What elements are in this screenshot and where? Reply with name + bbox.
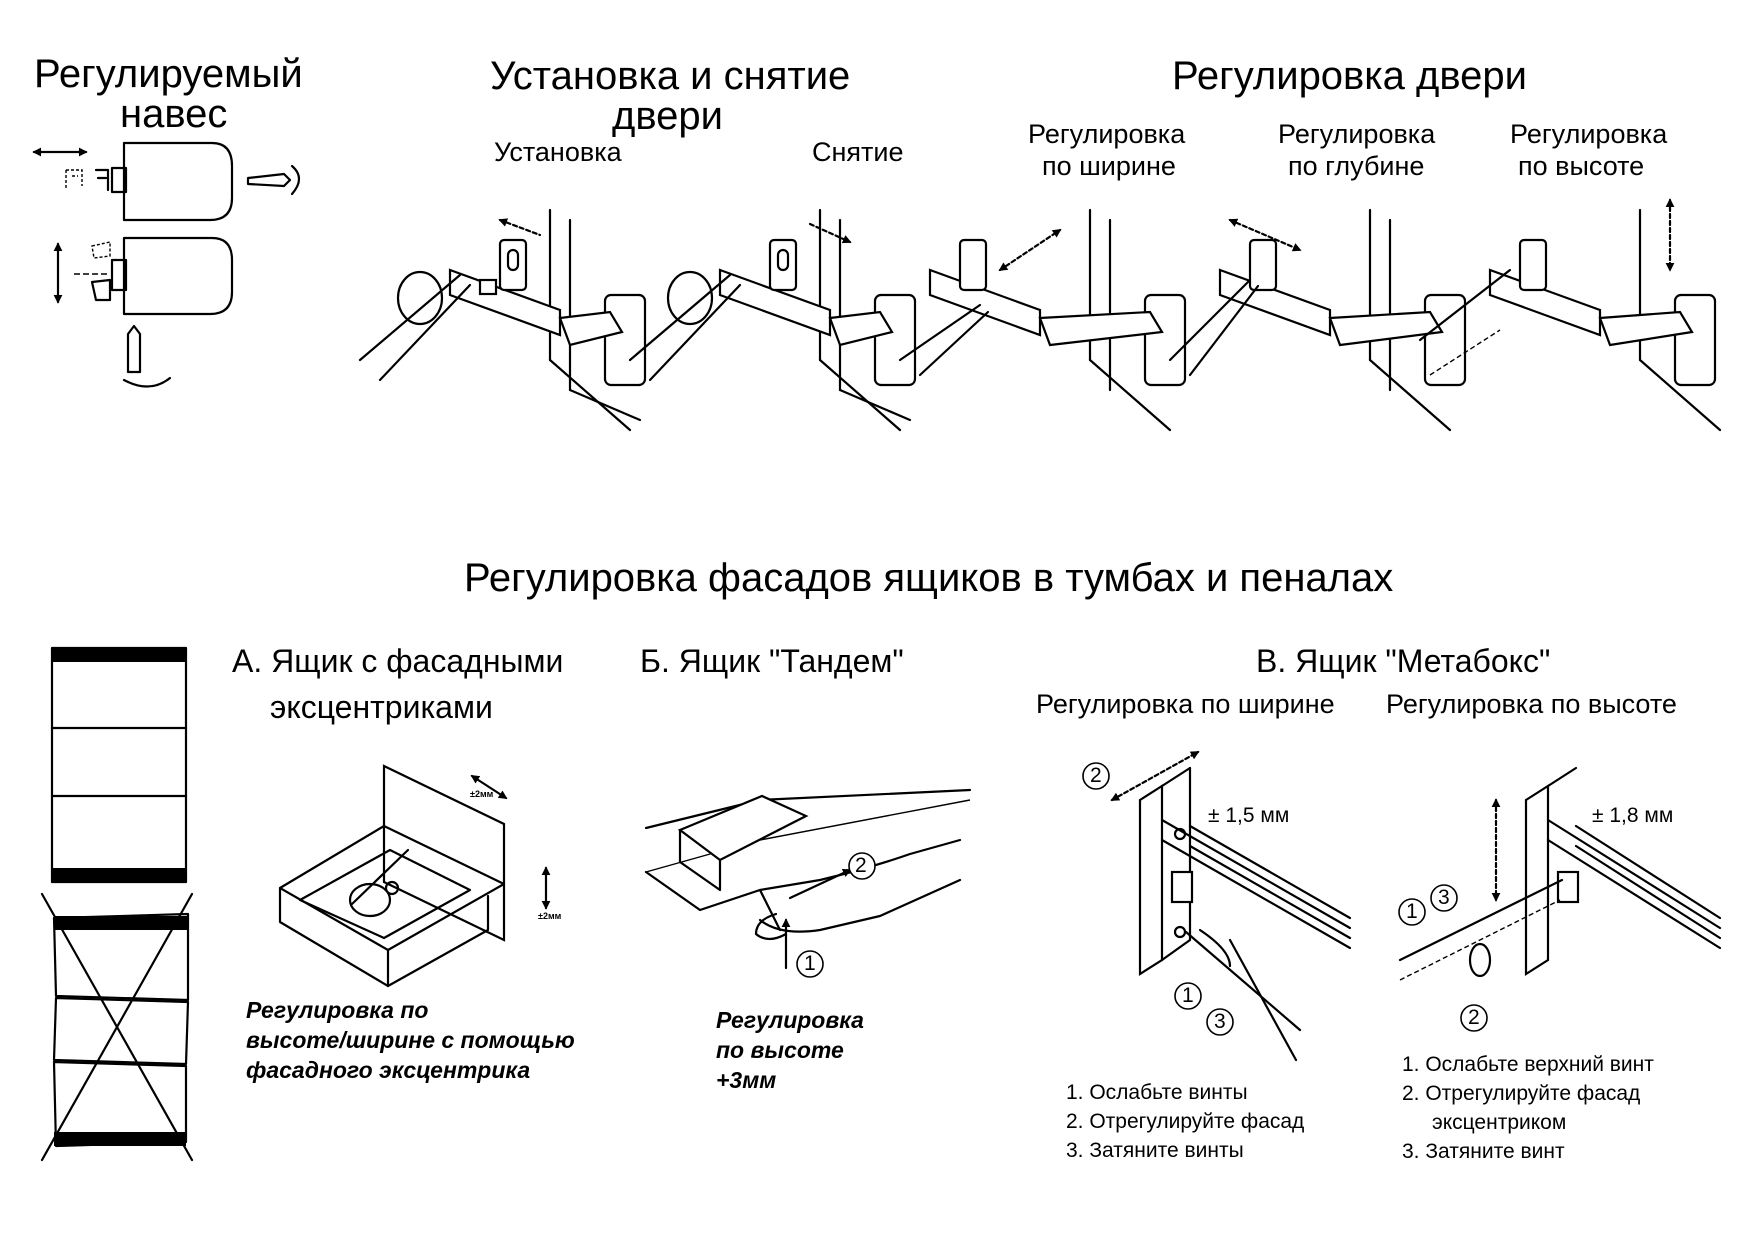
drawer-c-width-dim: ± 1,5 мм [1208,804,1290,827]
drawer-c-height-dim: ± 1,8 мм [1592,804,1674,827]
drawer-b-caption-line2: по высоте [716,1037,844,1063]
drawer-c-height-step-2b: эксцентриком [1432,1111,1567,1134]
install-label: Установка [494,137,622,167]
door-width-line2: по ширине [1042,151,1176,181]
drawer-c-width-label: Регулировка по ширине [1036,689,1335,719]
drawer-c-height-marker-2: 2 [1468,1006,1480,1029]
drawer-c-width-marker-3: 3 [1214,1010,1226,1033]
drawer-a-title-line1: А. Ящик с фасадными [232,643,564,679]
install-title-line2: двери [612,94,723,138]
drawer-b-caption-line1: Регулировка [716,1007,864,1033]
drawer-c-width-step-1: 1. Ослабьте винты [1066,1081,1248,1104]
door-height-line2: по высоте [1518,151,1645,181]
cabinet-fronts-illustration [40,646,194,1162]
door-width-line1: Регулировка [1028,119,1186,149]
hinge-illustration [32,141,301,388]
drawer-b-caption-line3: +3мм [716,1067,777,1093]
drawer-a-title-line2: эксцентриками [270,689,493,725]
drawer-c-height-illustration [1398,766,1722,1032]
hinge-title-line1: Регулируемый [34,52,303,96]
drawer-c-width-step-3: 3. Затяните винты [1066,1139,1244,1162]
drawer-a-dim-side: ±2мм [538,911,562,921]
drawers-title: Регулировка фасадов ящиков в тумбах и пе… [464,556,1394,600]
door-depth-line1: Регулировка [1278,119,1436,149]
drawer-b-marker-2: 2 [855,854,867,877]
drawer-c-width-marker-1: 1 [1182,984,1194,1007]
drawer-c-height-step-1: 1. Ослабьте верхний винт [1402,1053,1654,1076]
door-hinge-illustrations [358,198,1722,432]
door-height-line1: Регулировка [1510,119,1668,149]
drawer-c-height-marker-1: 1 [1406,900,1418,923]
door-adjust-title: Регулировка двери [1172,54,1528,98]
drawer-a-caption-line2: высоте/ширине с помощью [246,1027,575,1053]
drawer-c-height-marker-3: 3 [1438,886,1450,909]
drawer-c-width-illustration [1082,750,1352,1062]
install-title-line1: Установка и снятие [490,54,851,98]
drawer-a-illustration [278,764,551,988]
drawer-a-caption-line1: Регулировка по [246,997,429,1023]
hinge-title-line2: навес [120,92,228,136]
drawer-a-dim-top: ±2мм [470,789,494,799]
drawer-c-height-step-2: 2. Отрегулируйте фасад [1402,1082,1641,1105]
drawer-c-height-step-3: 3. Затяните винт [1402,1140,1565,1163]
drawer-c-title: В. Ящик "Метабокс" [1256,643,1551,679]
drawer-a-caption-line3: фасадного эксцентрика [246,1057,531,1083]
drawer-c-height-label: Регулировка по высоте [1386,689,1677,719]
drawer-c-width-marker-2: 2 [1090,764,1102,787]
remove-label: Снятие [812,137,904,167]
drawer-c-width-step-2: 2. Отрегулируйте фасад [1066,1110,1305,1133]
door-depth-line2: по глубине [1288,151,1425,181]
drawer-b-illustration [644,788,972,978]
drawer-b-marker-1: 1 [804,952,816,975]
drawer-b-title: Б. Ящик "Тандем" [640,643,904,679]
